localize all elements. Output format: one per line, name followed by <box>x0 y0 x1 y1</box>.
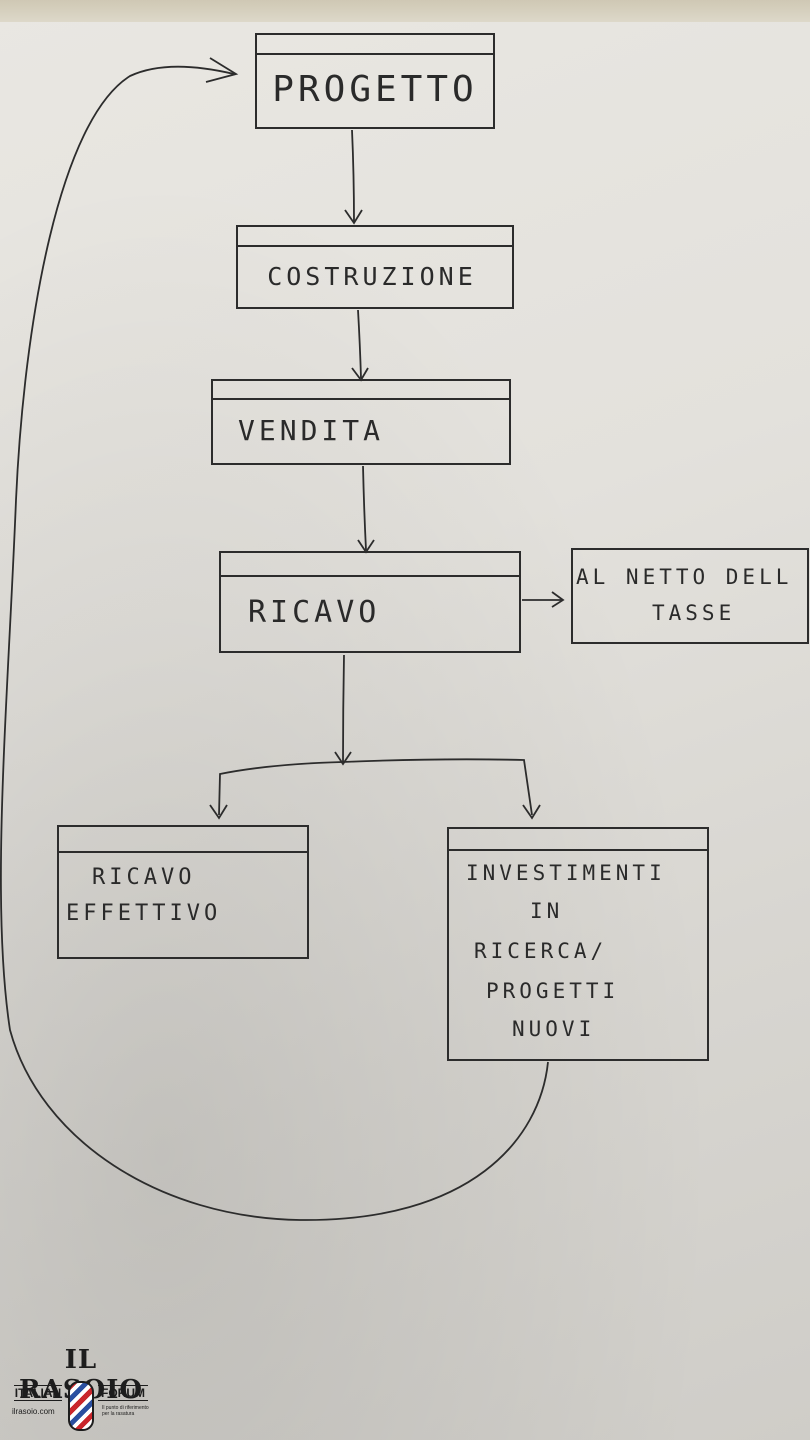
node-investimenti-line-2: IN <box>530 899 563 923</box>
node-ricavo-effettivo: RICAVO EFFETTIVO <box>57 825 309 959</box>
logo-left-text: ITALIAN <box>14 1385 62 1401</box>
node-vendita: VENDITA <box>211 379 511 465</box>
connector-costruzione-vendita <box>351 309 369 382</box>
node-ricavo-label: RICAVO <box>248 595 380 630</box>
barber-pole-icon <box>68 1381 94 1431</box>
node-ricavo: RICAVO <box>219 551 521 653</box>
connector-vendita-ricavo <box>357 465 375 554</box>
watermark-logo: IL RASOIO ITALIAN FORUM ilrasoio.com Il … <box>6 1345 156 1433</box>
node-progetto: PROGETTO <box>255 33 495 129</box>
connector-feedback-loop <box>0 57 549 1221</box>
logo-tagline: Il punto di riferimento per la rasatura <box>102 1405 149 1417</box>
node-costruzione: COSTRUZIONE <box>236 225 514 309</box>
node-investimenti-line-4: PROGETTI <box>486 979 619 1003</box>
node-tasse-line-1: AL NETTO DELL <box>576 565 792 589</box>
table-edge <box>0 0 810 22</box>
node-investimenti-line-1: INVESTIMENTI <box>466 861 666 885</box>
connector-ricavo-tasse <box>522 591 565 608</box>
node-ricavo-effettivo-line-1: RICAVO <box>92 865 195 890</box>
connector-ricavo-split <box>209 654 541 820</box>
node-tasse: AL NETTO DELL TASSE <box>571 548 809 644</box>
node-investimenti-line-5: NUOVI <box>512 1017 595 1041</box>
node-investimenti-line-3: RICERCA/ <box>474 939 607 963</box>
connector-progetto-costruzione <box>344 129 363 225</box>
logo-url: ilrasoio.com <box>12 1407 55 1416</box>
logo-right-text: FORUM <box>98 1385 148 1401</box>
node-investimenti: INVESTIMENTI IN RICERCA/ PROGETTI NUOVI <box>447 827 709 1061</box>
node-vendita-label: VENDITA <box>238 414 384 447</box>
node-ricavo-effettivo-line-2: EFFETTIVO <box>66 901 221 926</box>
node-costruzione-label: COSTRUZIONE <box>267 262 477 291</box>
node-tasse-line-2: TASSE <box>652 601 735 625</box>
node-progetto-label: PROGETTO <box>272 69 477 110</box>
